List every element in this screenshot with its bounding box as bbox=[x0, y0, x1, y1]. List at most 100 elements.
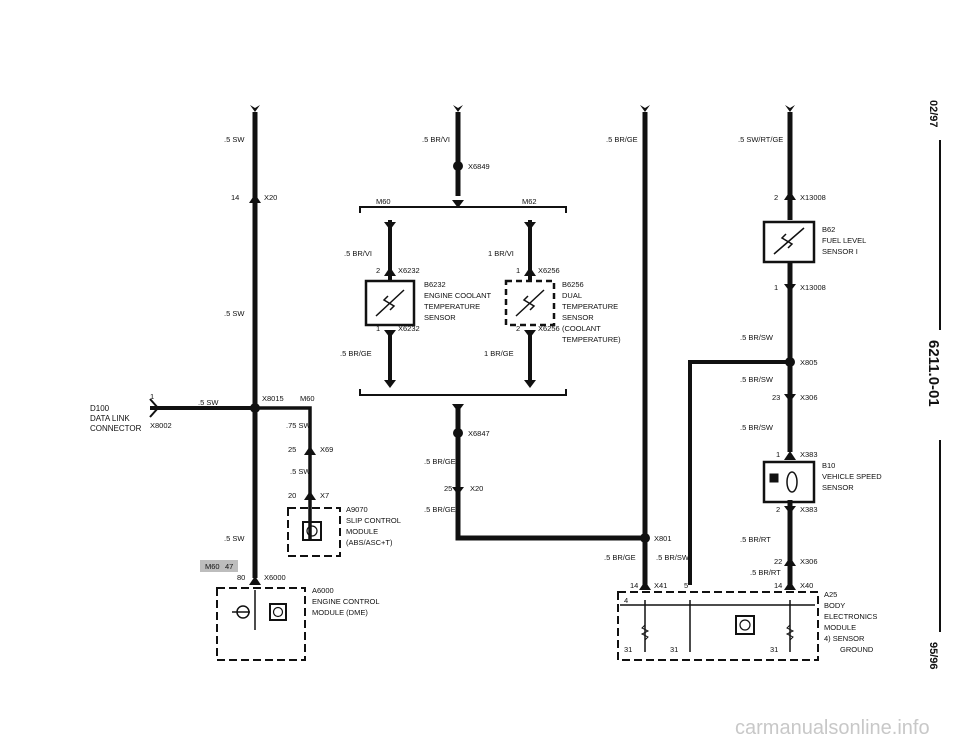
br-right-out bbox=[524, 380, 536, 388]
splice-x8015 bbox=[250, 403, 260, 413]
label-b62: B62 bbox=[822, 225, 835, 234]
label-x13008: X13008 bbox=[800, 193, 826, 202]
label-b10: B10 bbox=[822, 461, 835, 470]
label-a6000-3: MODULE (DME) bbox=[312, 608, 368, 617]
label-d100-2: DATA LINK bbox=[90, 414, 130, 423]
thermistor-icon bbox=[375, 289, 405, 317]
x383-conn bbox=[784, 451, 796, 460]
label-b62-2: FUEL LEVEL bbox=[822, 236, 866, 245]
label-x6256b-num: 2 bbox=[516, 324, 520, 333]
label-w-brsw1: .5 BR/SW bbox=[740, 333, 774, 342]
speed-sensor-coil-icon bbox=[786, 471, 798, 493]
labels: .5 SW 14 X20 .5 SW 1 .5 SW X8015 M60 D10… bbox=[90, 135, 882, 654]
resistor-icon-1 bbox=[640, 624, 650, 641]
label-x40: X40 bbox=[800, 581, 813, 590]
x6000-conn bbox=[249, 576, 261, 585]
label-w-brvi-l: .5 BR/VI bbox=[344, 249, 372, 258]
x6256-conn bbox=[524, 267, 536, 276]
label-x6256: X6256 bbox=[538, 266, 560, 275]
label-x383b-num: 2 bbox=[776, 505, 780, 514]
label-w-brsw3: .5 BR/SW bbox=[740, 423, 774, 432]
label-b6256: B6256 bbox=[562, 280, 584, 289]
label-a25-3: ELECTRONICS bbox=[824, 612, 877, 621]
b6232-box bbox=[364, 279, 416, 327]
arrow-w3-top bbox=[640, 105, 650, 112]
label-x805: X805 bbox=[800, 358, 818, 367]
label-b6256-2: DUAL bbox=[562, 291, 582, 300]
label-x6232b-num: 1 bbox=[376, 324, 380, 333]
module-icon-inner bbox=[306, 525, 318, 537]
label-g31c: 31 bbox=[770, 645, 778, 654]
label-a25: A25 bbox=[824, 590, 837, 599]
side-year: 95/96 bbox=[927, 642, 939, 670]
label-m62-top: M62 bbox=[522, 197, 537, 206]
label-x7-num: 20 bbox=[288, 491, 296, 500]
x383b-conn bbox=[784, 506, 796, 514]
a6000-box bbox=[216, 587, 306, 661]
x13008b-conn bbox=[784, 284, 796, 292]
label-x13008b: X13008 bbox=[800, 283, 826, 292]
label-x383b: X383 bbox=[800, 505, 818, 514]
label-a6000: A6000 bbox=[312, 586, 334, 595]
m60-tag-bg bbox=[200, 560, 238, 572]
label-x6000-num: 80 bbox=[237, 573, 245, 582]
side-date: 02/97 bbox=[927, 100, 939, 128]
x20b-conn bbox=[452, 487, 464, 495]
label-w-brge-r: 1 BR/GE bbox=[484, 349, 514, 358]
label-pin1: 1 bbox=[150, 392, 154, 401]
br-right-in bbox=[524, 222, 536, 230]
label-x306-num: 23 bbox=[772, 393, 780, 402]
br-left-in bbox=[384, 222, 396, 230]
label-b6232-4: SENSOR bbox=[424, 313, 456, 322]
label-x801: X801 bbox=[654, 534, 672, 543]
data-link-connector bbox=[149, 398, 160, 418]
label-pin5: 5 bbox=[684, 581, 688, 590]
label-x383: X383 bbox=[800, 450, 818, 459]
label-w-brrt1: .5 BR/RT bbox=[740, 535, 771, 544]
br-left-out bbox=[384, 380, 396, 388]
x7-conn bbox=[304, 491, 316, 500]
label-x20: X20 bbox=[264, 193, 277, 202]
wire-brge-center bbox=[455, 405, 645, 541]
label-a9070-2: SLIP CONTROL bbox=[346, 516, 401, 525]
bracket-bottom bbox=[359, 389, 567, 396]
label-w-brvi: .5 BR/VI bbox=[422, 135, 450, 144]
label-d100-3: CONNECTOR bbox=[90, 424, 142, 433]
watermark: carmanualsonline.info bbox=[735, 717, 930, 739]
speed-sensor-icon bbox=[769, 473, 779, 483]
splice-x801 bbox=[640, 533, 650, 543]
label-x306: X306 bbox=[800, 393, 818, 402]
x306-conn bbox=[784, 394, 796, 402]
label-w-brge-l: .5 BR/GE bbox=[340, 349, 372, 358]
b6256-box bbox=[504, 279, 556, 327]
a9070-box bbox=[287, 507, 341, 557]
label-d100: D100 bbox=[90, 404, 110, 413]
label-x7: X7 bbox=[320, 491, 329, 500]
x41-conn bbox=[639, 581, 651, 590]
label-w-brge-top3: .5 BR/GE bbox=[606, 135, 638, 144]
label-w-brvi-r: 1 BR/VI bbox=[488, 249, 514, 258]
x306b-conn bbox=[784, 557, 796, 566]
label-b6232-2: ENGINE COOLANT bbox=[424, 291, 492, 300]
label-w-brsw-801: .5 BR/SW bbox=[656, 553, 690, 562]
x6847-in bbox=[452, 404, 464, 412]
label-a25-6: GROUND bbox=[840, 645, 874, 654]
label-b6256-6: TEMPERATURE) bbox=[562, 335, 621, 344]
label-x20b: X20 bbox=[470, 484, 483, 493]
label-x13008-num: 2 bbox=[774, 193, 778, 202]
label-47: 47 bbox=[225, 562, 233, 571]
connector-arrows bbox=[149, 105, 796, 590]
label-a25-2: BODY bbox=[824, 601, 845, 610]
label-w-left-low: .5 SW bbox=[224, 534, 245, 543]
label-w-brge-801: .5 BR/GE bbox=[604, 553, 636, 562]
label-x6232: X6232 bbox=[398, 266, 420, 275]
x20-conn bbox=[249, 194, 261, 203]
label-x13008b-num: 1 bbox=[774, 283, 778, 292]
x6232b-conn bbox=[384, 330, 396, 338]
bem-module-icon bbox=[735, 615, 755, 635]
resistor-icon-2 bbox=[785, 624, 795, 641]
splice-x805 bbox=[785, 357, 795, 367]
label-a9070: A9070 bbox=[346, 505, 368, 514]
